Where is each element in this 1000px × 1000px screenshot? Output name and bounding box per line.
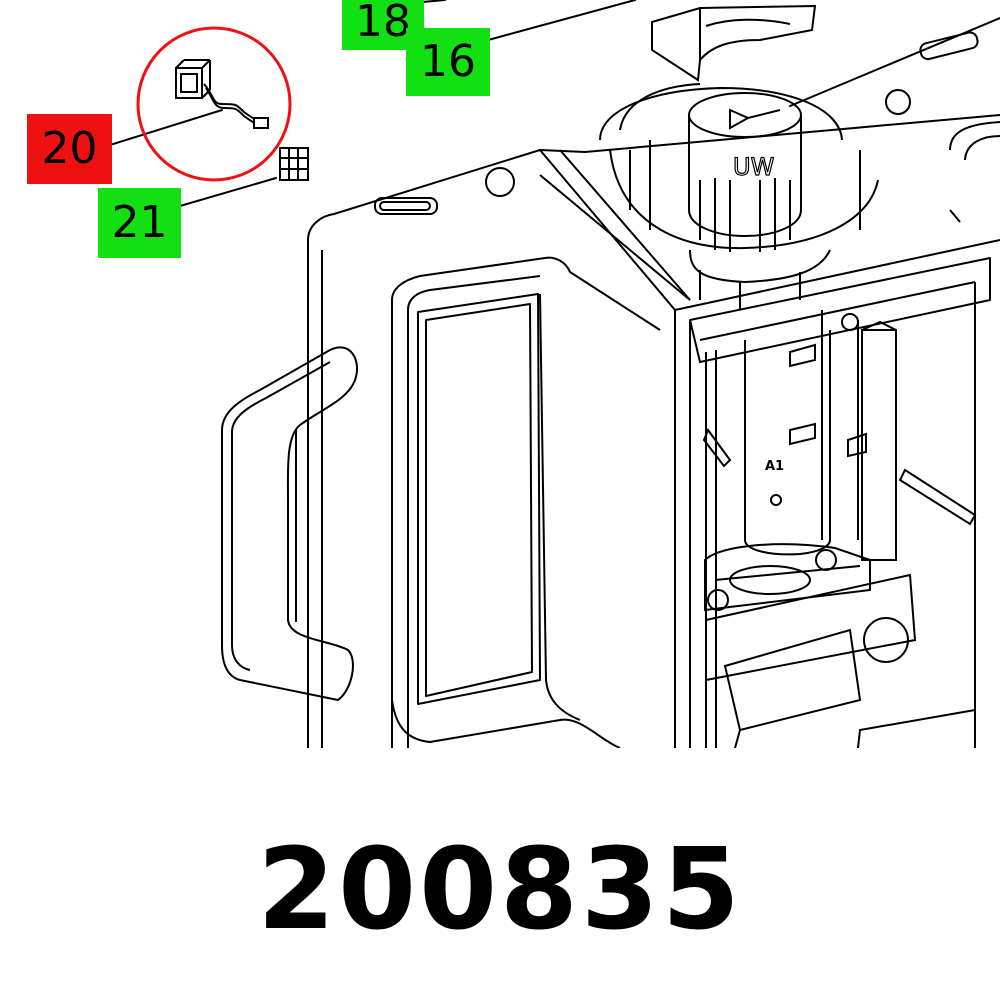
rotor-label: UW — [733, 153, 774, 181]
leader-line-20 — [109, 109, 223, 146]
callout-21: 21 — [98, 188, 181, 258]
cable-connector-part — [175, 59, 269, 129]
leader-line-top-right — [789, 17, 1000, 107]
callout-20-label: 20 — [41, 123, 98, 174]
leader-line-18 — [421, 0, 446, 3]
leader-line-16 — [487, 0, 636, 41]
motor-label: A1 — [765, 459, 784, 474]
motor-assembly — [702, 310, 977, 749]
part-number: 200835 — [257, 825, 743, 955]
callout-16-label: 16 — [420, 36, 476, 87]
leader-line-21 — [179, 177, 277, 207]
highlight-circle — [136, 26, 292, 182]
grid-pad-part — [279, 147, 309, 181]
drawing-crop-mask — [0, 748, 1000, 828]
callout-18-label: 18 — [355, 0, 411, 47]
callout-16: 16 — [406, 28, 490, 96]
top-bracket-part — [651, 4, 817, 82]
callout-21-label: 21 — [111, 197, 168, 248]
fan-impeller — [539, 83, 961, 310]
callout-20: 20 — [27, 114, 112, 184]
carry-handle — [221, 346, 358, 701]
